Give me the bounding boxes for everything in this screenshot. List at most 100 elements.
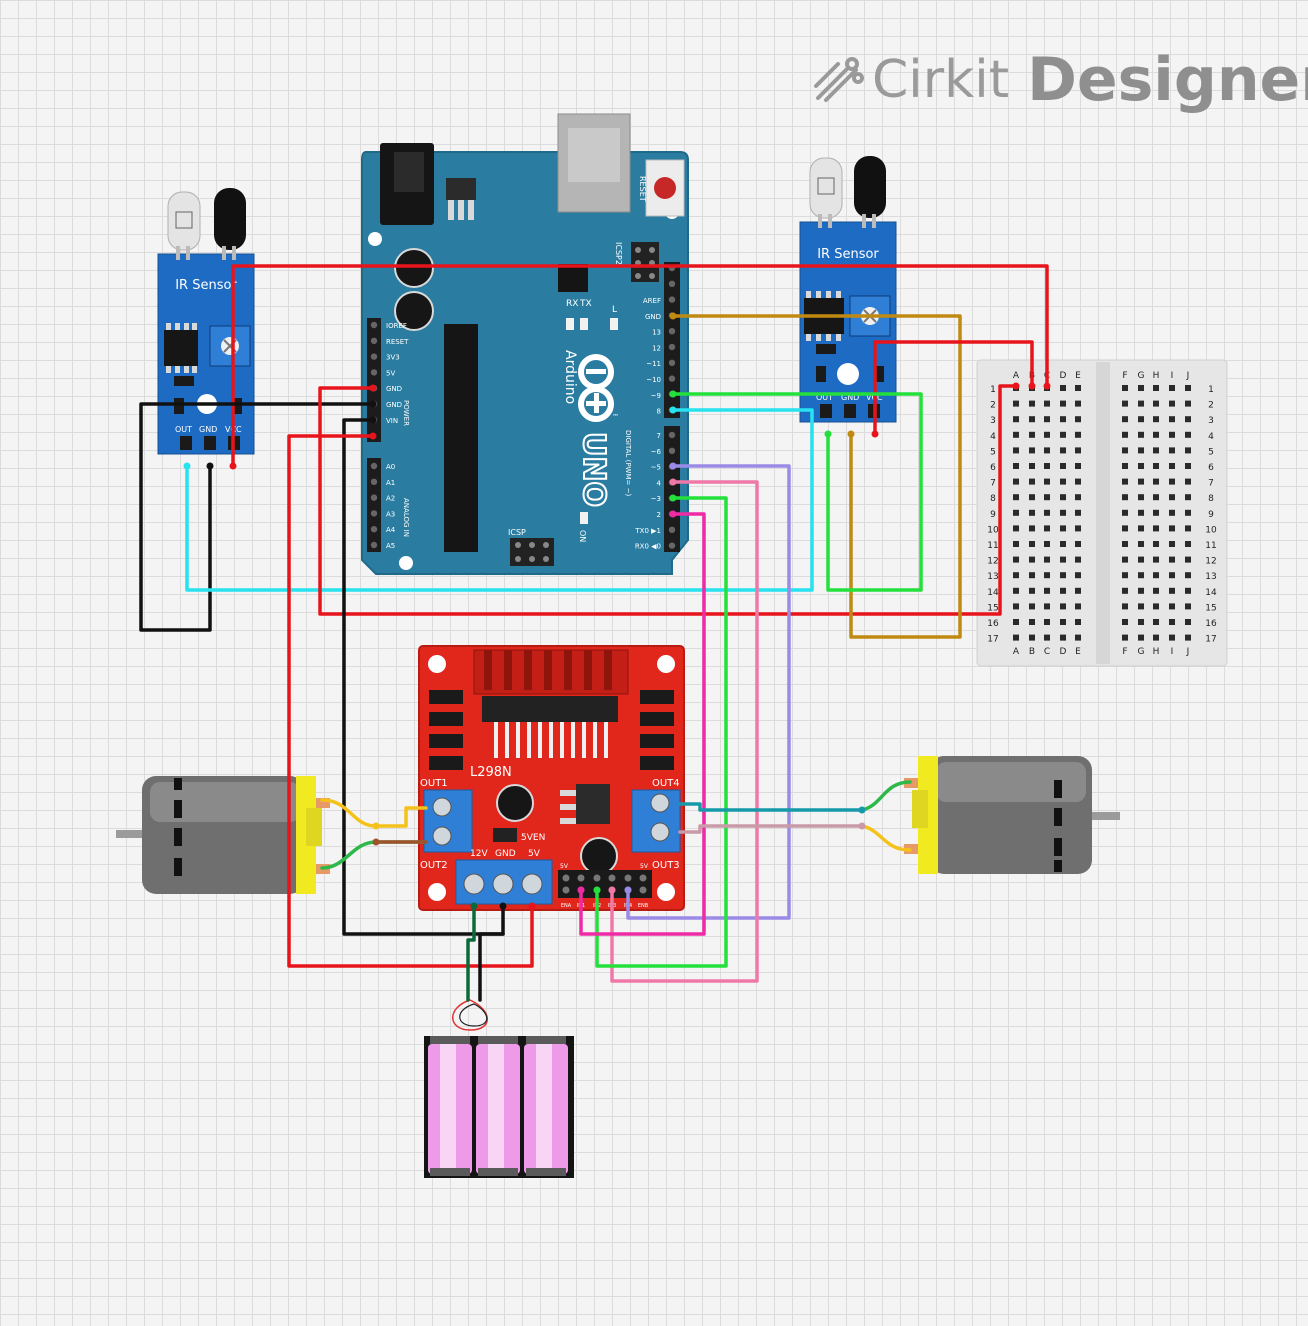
wire-right-vcc[interactable]	[873, 340, 1034, 436]
wire-pin5-enb[interactable]	[626, 464, 791, 920]
battery-pack-3x18650[interactable]	[424, 999, 574, 1178]
svg-text:OUT: OUT	[175, 425, 192, 434]
wire-left-out[interactable]	[185, 408, 814, 592]
col-label-bottom: E	[1075, 647, 1081, 657]
svg-text:OUT: OUT	[816, 393, 833, 402]
breadboard-hole	[1185, 463, 1191, 469]
power-pin-label: RESET	[386, 338, 409, 346]
header-pin	[668, 328, 676, 335]
svg-text:DIGITAL (PWM= ~): DIGITAL (PWM= ~)	[624, 430, 632, 496]
mount-hole	[657, 655, 675, 673]
arduino-uno-board[interactable]: RESET ICSP2 RX TX L Arduino ™ UNO DIGITA…	[361, 113, 689, 575]
breadboard-hole	[1013, 494, 1019, 501]
breadboard-hole	[1138, 400, 1144, 407]
power-pin-label: VIN	[386, 417, 398, 425]
wire-gnd-driver[interactable]	[342, 418, 505, 936]
wire-vin-driver[interactable]	[287, 434, 534, 968]
header-pin	[370, 462, 378, 470]
ir-sensor-left[interactable]: IR Sensor OUT GND VCC	[157, 188, 255, 455]
breadboard-hole	[1060, 603, 1066, 610]
header-pin	[370, 510, 378, 517]
breadboard-hole	[1013, 541, 1019, 547]
icsp2-pin	[635, 247, 641, 253]
svg-text:L: L	[612, 305, 617, 315]
ir-sensor-right[interactable]: IR Sensor OUT GND VCC	[799, 156, 897, 423]
breadboard-hole	[1122, 556, 1128, 563]
breadboard-hole	[1075, 494, 1081, 501]
wire-motor-right-b[interactable]	[678, 824, 864, 834]
breadboard-hole	[1185, 603, 1191, 610]
breadboard-hole	[1122, 509, 1128, 516]
breadboard-hole	[1169, 556, 1175, 563]
wire-5v-breadboard[interactable]	[318, 384, 1018, 616]
wire-motor-left-b[interactable]	[320, 840, 428, 870]
dc-motor-left[interactable]	[116, 776, 330, 894]
breadboard-hole	[1122, 494, 1128, 501]
breadboard-hole	[1029, 478, 1035, 485]
row-label-right: 2	[1208, 401, 1214, 411]
svg-text:POWER: POWER	[402, 400, 410, 426]
breadboard-hole	[1185, 556, 1191, 563]
wire-right-out[interactable]	[671, 392, 923, 592]
breadboard-hole	[1153, 509, 1159, 516]
digital-pin-label: 2	[657, 511, 661, 519]
chip-leg	[505, 722, 509, 758]
wire-pin4-in4[interactable]	[610, 480, 759, 983]
ir-left-title: IR Sensor	[175, 278, 237, 293]
digital-pin-label: 8	[657, 408, 661, 416]
breadboard-hole	[1013, 587, 1019, 594]
wire-pin3-in2[interactable]	[595, 496, 728, 968]
svg-text:5V: 5V	[560, 863, 569, 870]
heatsink	[473, 649, 629, 695]
row-label-left: 4	[990, 432, 996, 442]
l298n-motor-driver[interactable]: L298N OUT1 OUT4 OUT2 OUT3 5VEN 12V GND 5…	[418, 645, 685, 911]
wire-motor-left-a[interactable]	[320, 798, 428, 828]
control-pin	[577, 874, 585, 882]
digital-header-top	[664, 262, 680, 418]
control-header[interactable]	[558, 870, 652, 898]
header-pin	[370, 478, 378, 485]
breadboard-hole	[1013, 478, 1019, 485]
col-label-top: G	[1138, 371, 1145, 381]
breadboard-hole	[1153, 447, 1159, 454]
5ven-jumper[interactable]	[493, 828, 517, 842]
wire-left-vcc[interactable]	[231, 264, 1049, 468]
breadboard-hole	[1122, 541, 1128, 547]
svg-text:OUT3: OUT3	[652, 860, 680, 871]
power-header	[367, 318, 381, 442]
wire-left-gnd[interactable]	[139, 402, 375, 632]
analog-pin-label: A3	[386, 510, 395, 518]
breadboard-hole	[1013, 556, 1019, 563]
mount-hole	[368, 232, 382, 246]
wire-pin2-ena[interactable]	[579, 512, 706, 936]
cirkit-logo-icon	[814, 57, 864, 102]
diodes-left	[429, 690, 463, 770]
breadboard-hole	[1044, 400, 1050, 407]
dc-motor-right[interactable]	[904, 756, 1120, 874]
svg-text:RX: RX	[566, 299, 578, 309]
breadboard-hole	[1060, 587, 1066, 594]
header-pin	[370, 353, 378, 360]
breadboard-hole	[1169, 494, 1175, 501]
breadboard-hole	[1060, 463, 1066, 469]
digital-pin-label: ~10	[646, 376, 661, 384]
breadboard-hole	[1044, 463, 1050, 469]
breadboard-hole	[1029, 634, 1035, 641]
header-pin	[668, 431, 676, 439]
col-label-bottom: A	[1013, 647, 1020, 657]
breadboard-hole	[1169, 587, 1175, 594]
breadboard-hole	[1185, 494, 1191, 501]
row-label-right: 4	[1208, 432, 1214, 442]
svg-text:OUT2: OUT2	[420, 860, 448, 871]
breadboard-hole	[1060, 494, 1066, 501]
breadboard-hole	[1075, 619, 1081, 625]
wire-right-gnd[interactable]	[671, 314, 962, 639]
wire-motor-right-a[interactable]	[678, 802, 864, 812]
breadboard-hole	[1122, 463, 1128, 469]
breadboard-hole	[1122, 447, 1128, 454]
breadboard-hole	[1044, 431, 1050, 438]
wire-battery-negative[interactable]	[478, 932, 505, 1002]
wire-battery-positive[interactable]	[466, 904, 476, 1002]
